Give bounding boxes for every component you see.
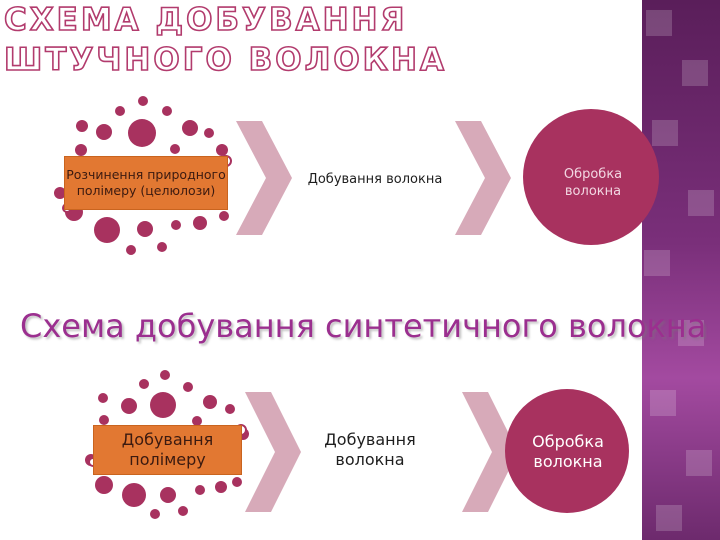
chevron-arrow-1 bbox=[236, 121, 292, 235]
dot-cluster-1 bbox=[54, 96, 229, 255]
step-polymer-production: Добування полімеру bbox=[93, 425, 242, 475]
step-dissolve-polymer: Розчинення природного полімеру (целюлози… bbox=[64, 156, 228, 210]
dot-cluster-2 bbox=[85, 370, 249, 519]
slide-title: Схема добування штучного волокна bbox=[3, 1, 447, 79]
chevron-arrow-2 bbox=[455, 121, 511, 235]
decorative-side-panel bbox=[642, 0, 720, 540]
process-circle-1 bbox=[523, 109, 659, 245]
step-fiber-production-2: Добування волокна bbox=[324, 430, 416, 469]
step-fiber-processing-1: Обробка волокна bbox=[563, 167, 623, 199]
step-fiber-production-1: Добування волокна bbox=[307, 172, 443, 187]
chevron-arrow-3 bbox=[245, 392, 301, 512]
synthetic-scheme-title: Схема добування синтетичного волокна bbox=[20, 307, 707, 345]
process-circle-2 bbox=[505, 389, 629, 513]
step-fiber-processing-2: Обробка волокна bbox=[532, 432, 604, 471]
